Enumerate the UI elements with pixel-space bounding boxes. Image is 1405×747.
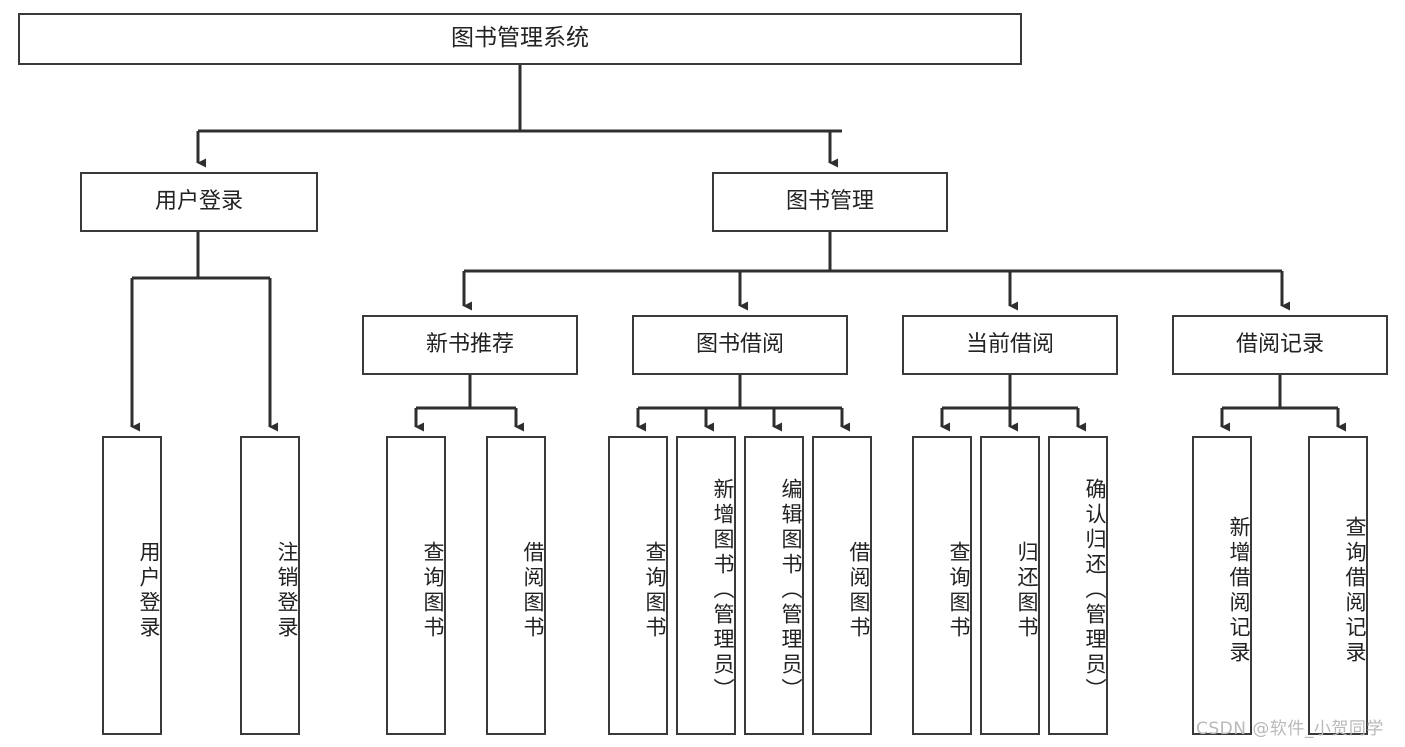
leaf-current-borrow-confirm-return-admin[interactable]: 确认归还（管理员） [1048, 436, 1108, 735]
node-label: 归还图书 [1015, 540, 1039, 641]
leaf-book-borrow-add-book-admin[interactable]: 新增图书（管理员） [676, 436, 736, 735]
node-user-login[interactable]: 用户登录 [80, 172, 318, 232]
node-label: 查询图书 [947, 540, 971, 641]
leaf-new-book-query-book[interactable]: 查询图书 [386, 436, 446, 735]
leaf-borrow-record-query-record[interactable]: 查询借阅记录 [1308, 436, 1368, 735]
leaf-borrow-record-add-record[interactable]: 新增借阅记录 [1192, 436, 1252, 735]
leaf-book-borrow-query-book[interactable]: 查询图书 [608, 436, 668, 735]
node-new-book-recommend[interactable]: 新书推荐 [362, 315, 578, 375]
node-label: 借阅图书 [847, 540, 871, 641]
watermark-text: CSDN @软件_小贺同学 [1196, 719, 1384, 739]
node-book-management[interactable]: 图书管理 [712, 172, 948, 232]
leaf-book-borrow-edit-book-admin[interactable]: 编辑图书（管理员） [744, 436, 804, 735]
leaf-current-borrow-return-book[interactable]: 归还图书 [980, 436, 1040, 735]
leaf-new-book-borrow-book[interactable]: 借阅图书 [486, 436, 546, 735]
node-label: 查询图书 [643, 540, 667, 641]
node-label: 图书管理系统 [451, 25, 589, 52]
node-book-borrow[interactable]: 图书借阅 [632, 315, 848, 375]
node-label: 图书借阅 [695, 331, 784, 357]
node-label: 注销登录 [275, 540, 299, 641]
node-root-system[interactable]: 图书管理系统 [18, 13, 1022, 65]
node-label: 确认归还（管理员） [1083, 478, 1107, 703]
leaf-user-login-logout[interactable]: 注销登录 [240, 436, 300, 735]
node-label: 用户登录 [154, 188, 243, 214]
node-label: 查询借阅记录 [1343, 515, 1367, 666]
node-label: 借阅记录 [1235, 331, 1324, 357]
leaf-current-borrow-query-book[interactable]: 查询图书 [912, 436, 972, 735]
node-borrow-record[interactable]: 借阅记录 [1172, 315, 1388, 375]
node-current-borrow[interactable]: 当前借阅 [902, 315, 1118, 375]
node-label: 当前借阅 [965, 331, 1054, 357]
node-label: 借阅图书 [521, 540, 545, 641]
leaf-user-login-login[interactable]: 用户登录 [102, 436, 162, 735]
node-label: 查询图书 [421, 540, 445, 641]
leaf-book-borrow-borrow-book[interactable]: 借阅图书 [812, 436, 872, 735]
node-label: 编辑图书（管理员） [779, 478, 803, 703]
node-label: 新增借阅记录 [1227, 515, 1251, 666]
node-label: 图书管理 [785, 188, 874, 214]
node-label: 新增图书（管理员） [711, 478, 735, 703]
node-label: 用户登录 [137, 540, 161, 641]
node-label: 新书推荐 [425, 331, 514, 357]
